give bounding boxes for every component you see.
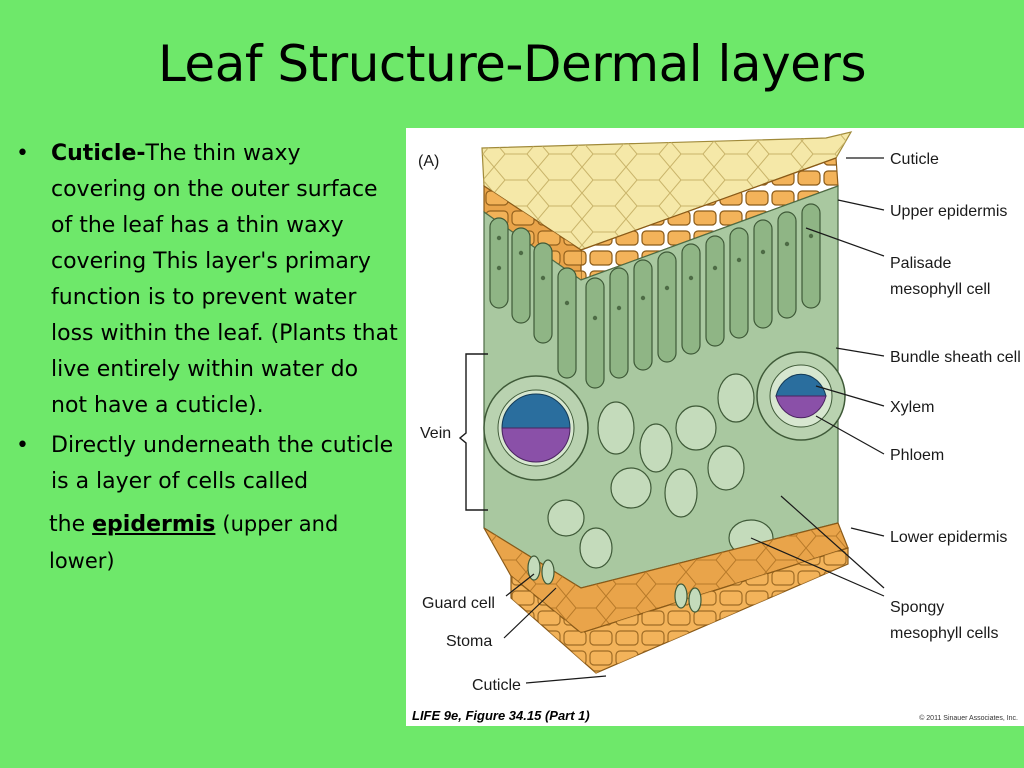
palisade-layer bbox=[489, 203, 821, 389]
label-palisade-1: Palisade bbox=[890, 255, 951, 272]
label-xylem: Xylem bbox=[890, 399, 934, 416]
epidermis-description: Directly underneath the cuticle is a lay… bbox=[51, 433, 394, 494]
label-guard-cell: Guard cell bbox=[422, 595, 495, 612]
term-epidermis: epidermis bbox=[92, 512, 216, 537]
label-spongy-1: Spongy bbox=[890, 599, 944, 616]
vein-left bbox=[483, 375, 589, 481]
stoma-right bbox=[674, 583, 702, 613]
spongy-layer bbox=[547, 373, 774, 569]
bullet-marker: • bbox=[16, 141, 29, 166]
label-palisade-2: mesophyll cell bbox=[890, 281, 990, 298]
stoma-left bbox=[527, 555, 555, 585]
figure-copyright: © 2011 Sinauer Associates, Inc. bbox=[919, 714, 1018, 722]
label-phloem: Phloem bbox=[890, 447, 944, 464]
slide-title: Leaf Structure-Dermal layers bbox=[157, 35, 867, 93]
label-spongy-2: mesophyll cells bbox=[890, 625, 998, 642]
label-lower-epidermis: Lower epidermis bbox=[890, 529, 1007, 546]
leaf-diagram: (A) bbox=[412, 131, 1021, 723]
vein-bracket bbox=[458, 353, 488, 511]
label-stoma: Stoma bbox=[446, 633, 492, 650]
leaf-cross-section-figure: (A) bbox=[406, 128, 1024, 726]
label-upper-epidermis: Upper epidermis bbox=[890, 203, 1007, 220]
figure-caption: LIFE 9e, Figure 34.15 (Part 1) bbox=[412, 708, 590, 723]
bullet-marker: • bbox=[16, 433, 29, 458]
label-bundle-sheath: Bundle sheath cell bbox=[890, 349, 1021, 366]
label-cuticle-bottom: Cuticle bbox=[472, 677, 521, 694]
continuation-suffix: (upper and lower) bbox=[49, 512, 339, 573]
label-vein: Vein bbox=[420, 425, 451, 442]
panel-label: (A) bbox=[418, 153, 439, 170]
vein-right bbox=[756, 351, 846, 441]
label-cuticle-top: Cuticle bbox=[890, 151, 939, 168]
slide-body: • Cuticle-The thin waxy covering on the … bbox=[14, 136, 400, 580]
epidermis-continuation: the epidermis (upper and lower) bbox=[14, 506, 400, 580]
term-cuticle: Cuticle- bbox=[51, 141, 146, 166]
bullet-epidermis: • Directly underneath the cuticle is a l… bbox=[14, 428, 400, 500]
bullet-cuticle: • Cuticle-The thin waxy covering on the … bbox=[14, 136, 400, 424]
cuticle-description: The thin waxy covering on the outer surf… bbox=[51, 141, 398, 418]
continuation-prefix: the bbox=[49, 512, 93, 537]
